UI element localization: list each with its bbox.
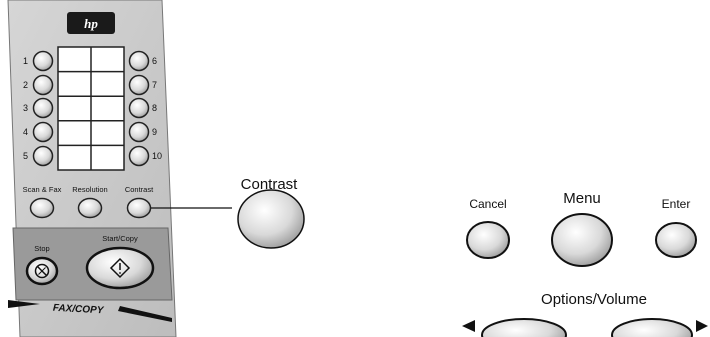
speed-dial-7-label: 7 <box>152 80 157 90</box>
scan-fax-button[interactable] <box>29 197 55 219</box>
speed-dial-8-button[interactable] <box>128 97 150 119</box>
speed-dial-3-label: 3 <box>23 103 28 113</box>
fax-copy-footer: FAX/COPY <box>8 300 172 322</box>
menu-button[interactable] <box>551 213 613 267</box>
speed-dial-6-button[interactable] <box>128 50 150 72</box>
speed-dial-10-button[interactable] <box>128 145 150 167</box>
speed-dial-4-label: 4 <box>23 127 28 137</box>
speed-dial-2-label: 2 <box>23 80 28 90</box>
cancel-button[interactable] <box>466 221 510 259</box>
menu-cluster: Cancel Menu Enter Options/Volume <box>462 190 708 337</box>
left-arrow-icon <box>462 320 475 332</box>
speed-dial-left: 1 2 3 4 5 <box>23 50 54 167</box>
function-buttons: Scan & Fax Resolution Contrast <box>23 185 154 219</box>
stop-icon <box>34 263 50 279</box>
action-area: Stop Start/Copy <box>12 227 173 301</box>
hp-logo: hp <box>67 12 115 34</box>
control-panel: hp 1 2 3 4 5 6 7 <box>7 0 177 337</box>
speed-dial-right: 6 7 8 9 10 <box>128 50 162 167</box>
speed-dial-grid <box>57 46 125 171</box>
contrast-label: Contrast <box>125 185 154 194</box>
speed-dial-1-label: 1 <box>23 56 28 66</box>
start-copy-label: Start/Copy <box>102 234 138 243</box>
options-left-button[interactable] <box>481 318 567 337</box>
speed-dial-4-button[interactable] <box>32 121 54 143</box>
scan-fax-label: Scan & Fax <box>23 185 62 194</box>
resolution-label: Resolution <box>72 185 107 194</box>
speed-dial-5-label: 5 <box>23 151 28 161</box>
fax-copy-label: FAX/COPY <box>53 303 105 317</box>
contrast-callout: Contrast <box>151 176 305 249</box>
speed-dial-8-label: 8 <box>152 103 157 113</box>
speed-dial-6-label: 6 <box>152 56 157 66</box>
speed-dial-3-button[interactable] <box>32 97 54 119</box>
speed-dial-1-button[interactable] <box>32 50 54 72</box>
speed-dial-5-button[interactable] <box>32 145 54 167</box>
contrast-panel-button[interactable] <box>126 197 152 219</box>
right-arrow-icon <box>696 320 708 332</box>
contrast-callout-button[interactable] <box>237 189 305 249</box>
stop-label: Stop <box>34 244 49 253</box>
resolution-button[interactable] <box>77 197 103 219</box>
callout-label: Contrast <box>241 176 299 193</box>
speed-dial-10-label: 10 <box>152 151 162 161</box>
speed-dial-9-label: 9 <box>152 127 157 137</box>
hp-logo-text: hp <box>84 16 98 31</box>
start-icon <box>109 257 131 279</box>
enter-button[interactable] <box>655 222 697 258</box>
speed-dial-9-button[interactable] <box>128 121 150 143</box>
speed-dial-2-button[interactable] <box>32 74 54 96</box>
enter-label: Enter <box>662 197 691 211</box>
menu-label: Menu <box>563 190 601 207</box>
speed-dial-7-button[interactable] <box>128 74 150 96</box>
cancel-label: Cancel <box>469 197 506 211</box>
options-right-button[interactable] <box>611 318 693 337</box>
options-volume-label: Options/Volume <box>541 291 647 308</box>
